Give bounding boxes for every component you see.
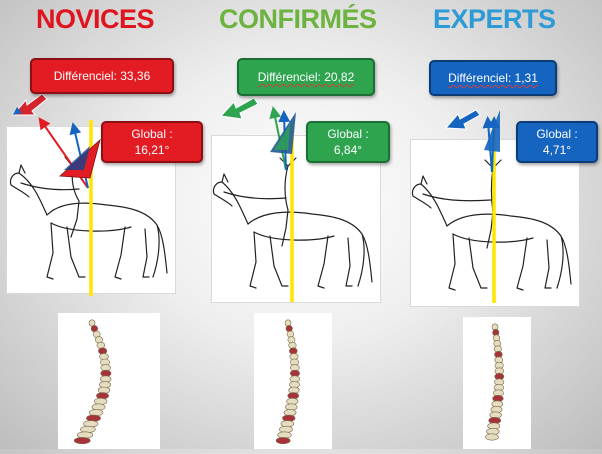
novices-global-label: Global :	[131, 127, 173, 141]
heading-experts: EXPERTS	[433, 4, 556, 34]
experts-global-label: Global :	[536, 127, 578, 141]
vertebra	[94, 397, 108, 405]
vertebra	[73, 437, 91, 445]
confirmes-global-box: Global : 6,84°	[306, 121, 390, 163]
experts-differential-label: Différenciel: 1,31	[448, 71, 538, 85]
vertebra	[485, 433, 499, 441]
spine-icon	[485, 323, 505, 441]
spine-icon	[73, 319, 112, 445]
novices-differential-box: Différenciel: 33,36	[30, 58, 174, 94]
spine-card-confirmes	[254, 313, 332, 449]
confirmes-differential-arrow	[219, 97, 259, 120]
confirmes-differential-box: Différenciel: 20,82	[237, 58, 375, 96]
spine-card-novices	[58, 313, 160, 449]
experts-global-box: Global : 4,71°	[516, 121, 598, 163]
novices-differential-arrow	[11, 93, 48, 116]
confirmes-global-value: 6,84°	[333, 143, 363, 157]
confirmes-differential-label: Différenciel: 20,82	[257, 70, 355, 84]
vertebra	[91, 403, 106, 411]
experts-global-value: 4,71°	[542, 143, 572, 157]
spine-icon	[275, 319, 301, 445]
experts-differential-box: Différenciel: 1,31	[429, 60, 557, 96]
heading-novices: NOVICES	[36, 4, 155, 34]
horse-rider-sketch-icon	[411, 159, 572, 291]
novices-global-value: 16,21°	[134, 143, 170, 157]
heading-confirmes: CONFIRMÉS	[219, 4, 377, 34]
novices-global-box: Global : 16,21°	[101, 121, 203, 163]
vertebra	[80, 425, 96, 433]
horse-card-experts	[410, 139, 580, 307]
confirmes-global-label: Global :	[327, 127, 369, 141]
vertebra	[275, 437, 291, 445]
spine-card-experts	[463, 317, 531, 449]
horse-card-confirmes	[211, 135, 381, 303]
novices-differential-label: Différenciel: 33,36	[53, 69, 151, 83]
vertebra	[76, 431, 94, 439]
experts-differential-arrow	[444, 109, 481, 130]
